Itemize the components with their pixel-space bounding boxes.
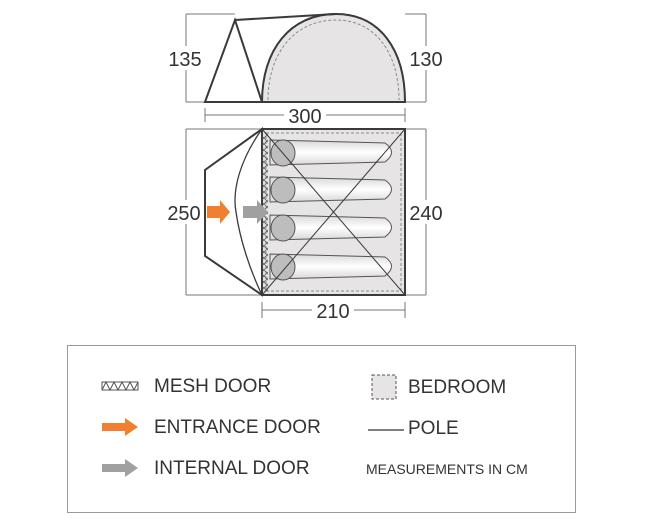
internal-door-label: INTERNAL DOOR bbox=[154, 458, 310, 479]
sleeping-bag bbox=[269, 176, 392, 204]
bedroom-swatch-icon bbox=[371, 374, 397, 400]
side-left-height-label: 135 bbox=[168, 49, 201, 71]
sleeping-bags bbox=[269, 139, 392, 281]
tent-floorplan-diagram: 135 130 300 250 240 210 bbox=[167, 12, 443, 323]
entrance-door-arrow bbox=[207, 200, 230, 224]
internal-door-arrow bbox=[243, 200, 268, 224]
sleeping-bag bbox=[269, 214, 392, 242]
mesh-door-label: MESH DOOR bbox=[154, 376, 272, 397]
pole-label: POLE bbox=[408, 418, 459, 439]
entrance-door-label: ENTRANCE DOOR bbox=[154, 417, 321, 438]
side-right-height-label: 130 bbox=[409, 49, 442, 71]
bedroom-width-label: 240 bbox=[409, 203, 442, 225]
measurements-note: MEASUREMENTS IN CM bbox=[366, 461, 528, 477]
mesh-door-icon bbox=[101, 381, 139, 391]
floor-plan bbox=[185, 127, 427, 297]
total-length-label: 300 bbox=[288, 106, 321, 128]
side-view bbox=[185, 12, 427, 103]
sleeping-bag bbox=[269, 253, 392, 281]
pole bbox=[261, 128, 406, 296]
total-width-label: 250 bbox=[167, 203, 200, 225]
bedroom-length-label: 210 bbox=[316, 301, 349, 323]
pole-line-icon bbox=[368, 429, 404, 431]
entrance-arrow-icon bbox=[102, 418, 138, 436]
legend-box: MESH DOOR ENTRANCE DOOR INTERNAL DOOR BE… bbox=[67, 345, 576, 513]
internal-arrow-icon bbox=[102, 459, 138, 477]
bedroom-label: BEDROOM bbox=[408, 377, 507, 398]
sleeping-bag bbox=[269, 139, 392, 167]
